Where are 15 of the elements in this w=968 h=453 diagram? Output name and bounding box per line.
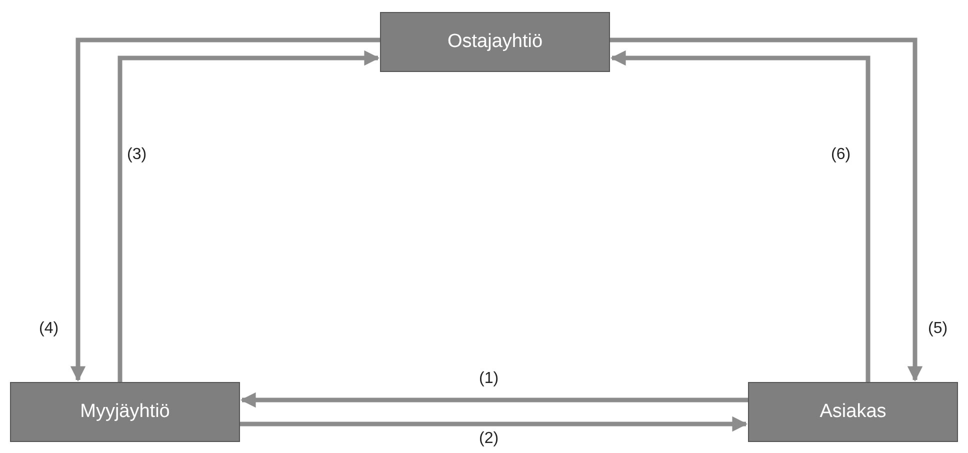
arrow xyxy=(240,392,748,408)
process-box: Asiakas xyxy=(748,382,958,442)
arrow xyxy=(610,50,870,382)
process-box: Ostajayhtiö xyxy=(380,12,610,72)
edge-label: (2) xyxy=(478,430,500,448)
edge-label: (3) xyxy=(126,146,148,164)
arrow xyxy=(70,38,380,382)
process-box: Myyjäyhtiö xyxy=(10,382,240,442)
arrow xyxy=(610,38,923,382)
edge-label: (4) xyxy=(38,320,60,338)
edge-label: (5) xyxy=(927,320,949,338)
edge-label: (6) xyxy=(830,146,852,164)
edge-label: (1) xyxy=(478,370,500,388)
arrow xyxy=(118,50,380,382)
arrow xyxy=(240,416,748,432)
